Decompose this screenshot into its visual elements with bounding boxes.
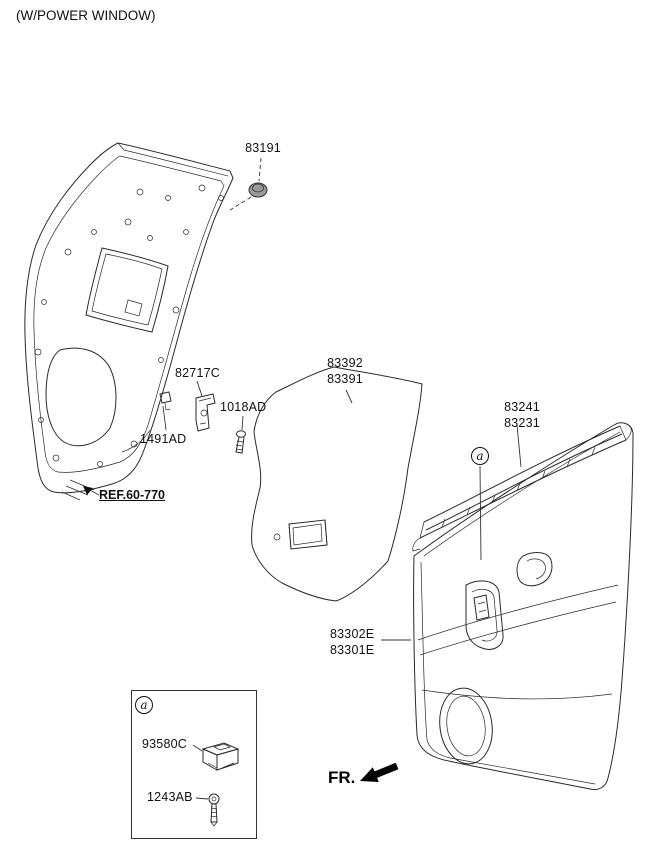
- part-label-trim-bottom: 83301E: [330, 643, 375, 657]
- part-label-switch: 93580C: [142, 737, 187, 751]
- switch-detail-drawing: [192, 742, 240, 827]
- part-label-weatherstrip-bottom: 83231: [504, 416, 540, 430]
- callout-a-detail: a: [135, 696, 153, 714]
- part-label-seal-top: 83392: [327, 356, 363, 370]
- door-trim-panel-drawing: [381, 422, 634, 790]
- trim-seal-drawing: [251, 366, 423, 602]
- door-inner-panel-drawing: [24, 142, 234, 501]
- part-label-screw: 1243AB: [147, 790, 193, 804]
- ref-arrow: [83, 486, 100, 496]
- switch-detail-box: [131, 690, 257, 839]
- part-label-bracket: 82717C: [175, 366, 220, 380]
- part-label-bolt: 1018AD: [220, 400, 267, 414]
- bracket-hardware-drawing: [159, 380, 246, 454]
- reference-link: REF.60-770: [99, 488, 166, 502]
- page-title: (W/POWER WINDOW): [16, 8, 156, 23]
- grommet-drawing: [226, 157, 268, 213]
- part-label-seal-bottom: 83391: [327, 372, 363, 386]
- callout-a-main: a: [471, 447, 489, 465]
- front-direction-label: FR.: [328, 768, 356, 787]
- part-label-clip: 1491AD: [140, 432, 187, 446]
- part-label-grommet: 83191: [245, 141, 281, 155]
- part-label-weatherstrip-top: 83241: [504, 400, 540, 414]
- part-label-trim-top: 83302E: [330, 627, 375, 641]
- fr-arrow: [360, 762, 399, 783]
- callout-leader: [479, 465, 482, 561]
